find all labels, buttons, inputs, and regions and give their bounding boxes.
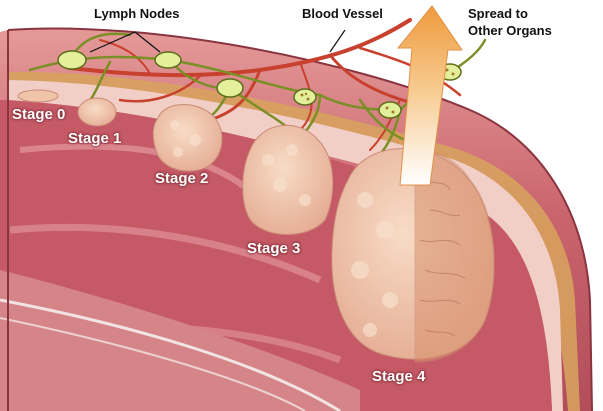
label-spread-line-1: Spread to bbox=[468, 6, 528, 21]
tumor-stage-3 bbox=[242, 124, 334, 235]
spread-arrow bbox=[396, 5, 463, 186]
lymph-node bbox=[57, 50, 87, 70]
label-stage-0: Stage 0 bbox=[12, 106, 66, 123]
label-stage-3: Stage 3 bbox=[247, 240, 301, 257]
blood-vessel-network bbox=[68, 18, 462, 151]
label-spread-line-2: Other Organs bbox=[468, 23, 552, 38]
label-stage-1: Stage 1 bbox=[68, 130, 122, 147]
tumor-stage-2 bbox=[152, 104, 223, 172]
lymph-node bbox=[378, 101, 402, 119]
label-stage-2: Stage 2 bbox=[155, 170, 209, 187]
label-blood-vessel: Blood Vessel bbox=[302, 6, 383, 21]
label-lymph-nodes: Lymph Nodes bbox=[94, 6, 180, 21]
tumor-stage-0 bbox=[17, 89, 59, 103]
label-stage-4: Stage 4 bbox=[372, 368, 426, 385]
lymph-node bbox=[293, 88, 317, 106]
lymph-node bbox=[154, 51, 182, 69]
tumor-stage-1 bbox=[77, 97, 117, 127]
lymph-node bbox=[216, 78, 244, 98]
